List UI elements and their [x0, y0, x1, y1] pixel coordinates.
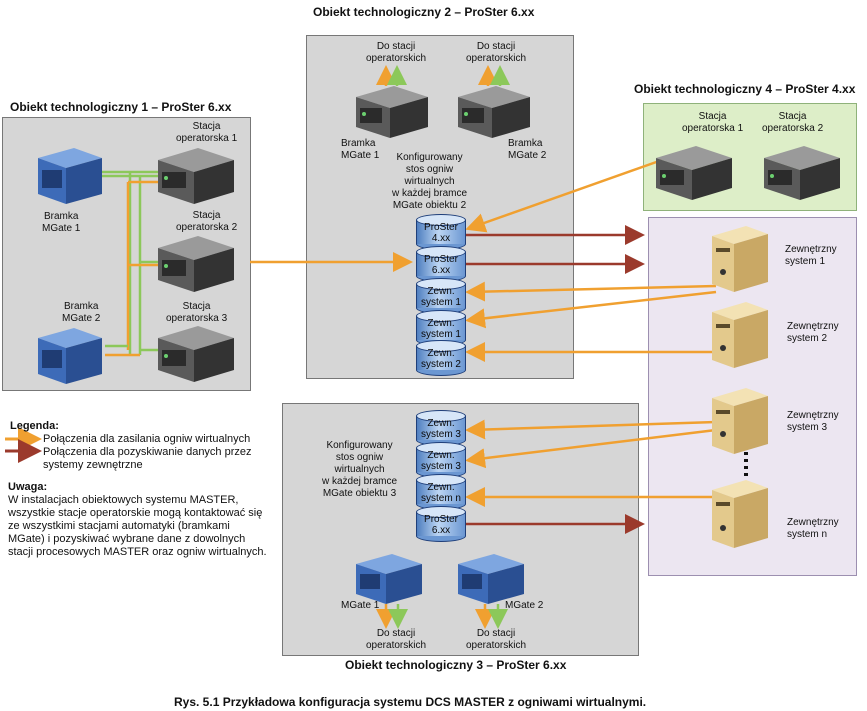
server-icon: [158, 148, 234, 204]
obj2-cell-ext-system-1a: Zewn.system 1: [416, 278, 466, 314]
server-icon: [356, 86, 428, 138]
title-object-4: Obiekt technologiczny 4 – ProSter 4.xx: [634, 82, 856, 96]
obj3-cell-ext-system-n: Zewn.system n: [416, 474, 466, 510]
legend-heading: Legenda:: [10, 420, 59, 432]
server-icon: [712, 480, 768, 548]
server-icon: [712, 226, 768, 292]
obj3-cell-ext-system-3b: Zewn.system 3: [416, 442, 466, 478]
server-icon: [38, 328, 102, 384]
legend-orange-text: Połączenia dla zasilania ogniw wirtualny…: [43, 433, 251, 445]
ext1-to-stack-orange: [465, 281, 717, 302]
obj3-gateway-1-label: MGate 1: [341, 600, 380, 611]
figure-caption: Rys. 5.1 Przykładowa konfiguracja system…: [174, 695, 647, 709]
server-icon: [356, 554, 422, 604]
server-icon: [712, 302, 768, 368]
obj2-cell-ext-system-2: Zewn.system 2: [416, 340, 466, 376]
legend-red-text: Połączenia dla pozyskiwanie danych przez…: [43, 446, 252, 471]
server-icon: [458, 554, 524, 604]
title-object-2: Obiekt technologiczny 2 – ProSter 6.xx: [313, 5, 535, 19]
note-heading: Uwaga:: [8, 481, 48, 493]
title-object-1: Obiekt technologiczny 1 – ProSter 6.xx: [10, 100, 232, 114]
server-icon: [656, 146, 732, 200]
server-icon: [712, 388, 768, 454]
obj1-network: [100, 170, 160, 357]
note-text: W instalacjach obiektowych systemu MASTE…: [8, 494, 267, 558]
ext3-to-stack3-orange-2: [465, 428, 717, 469]
server-icon: [158, 326, 234, 382]
server-icon: [38, 148, 102, 204]
obj3-cell-ext-system-3a: Zewn.system 3: [416, 410, 466, 446]
obj4-to-stack-line: [465, 158, 663, 233]
server-icon: [764, 146, 840, 200]
ext3-to-stack3-orange: [465, 419, 717, 440]
server-icon: [458, 86, 530, 138]
ext1-to-stack-orange-2: [465, 290, 717, 329]
server-icon: [158, 236, 234, 292]
obj3-gateway-2-label: MGate 2: [505, 600, 544, 611]
title-object-3: Obiekt technologiczny 3 – ProSter 6.xx: [345, 658, 567, 672]
